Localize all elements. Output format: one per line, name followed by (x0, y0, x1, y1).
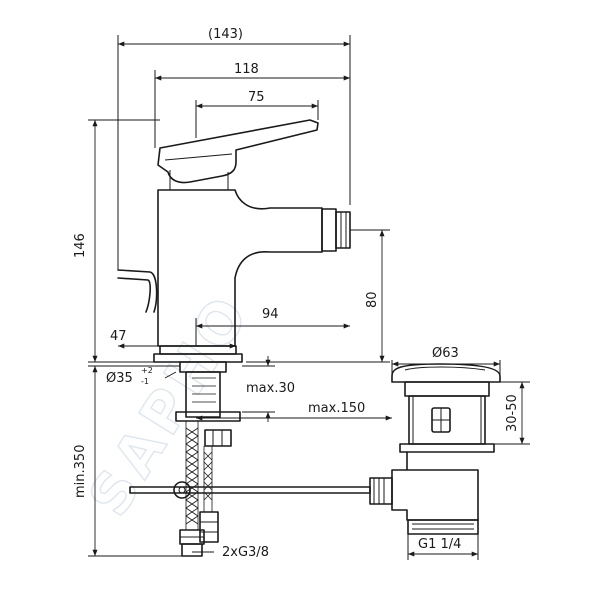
label-spout-reach: 118 (234, 62, 259, 77)
label-waste-thread: G1 1/4 (418, 537, 461, 552)
dimension-labels: (143) 118 75 146 80 47 94 Ø35 +2 -1 max.… (73, 27, 520, 560)
label-hole-tol-upper: +2 (141, 366, 153, 375)
label-max-150: max.150 (308, 401, 365, 416)
label-base-to-outlet: 94 (262, 307, 279, 322)
waste-valve (391, 363, 501, 535)
label-waste-range: 30-50 (505, 394, 520, 432)
label-overall-width: (143) (208, 27, 243, 42)
label-lever-length: 75 (248, 90, 265, 105)
label-waste-diameter: Ø63 (432, 346, 459, 361)
dimension-lines (88, 35, 530, 560)
label-min-350: min.350 (73, 445, 88, 498)
label-hole-tol-lower: -1 (141, 377, 149, 386)
watermark: SAPHO (77, 282, 264, 528)
popup-linkage (129, 477, 393, 505)
label-outlet-height: 80 (365, 291, 380, 308)
label-max-thickness: max.30 (246, 381, 295, 396)
label-hole-diameter: Ø35 (106, 371, 133, 386)
label-connection: 2xG3/8 (222, 545, 269, 560)
label-height-total: 146 (73, 233, 88, 258)
label-base-offset: 47 (110, 329, 127, 344)
